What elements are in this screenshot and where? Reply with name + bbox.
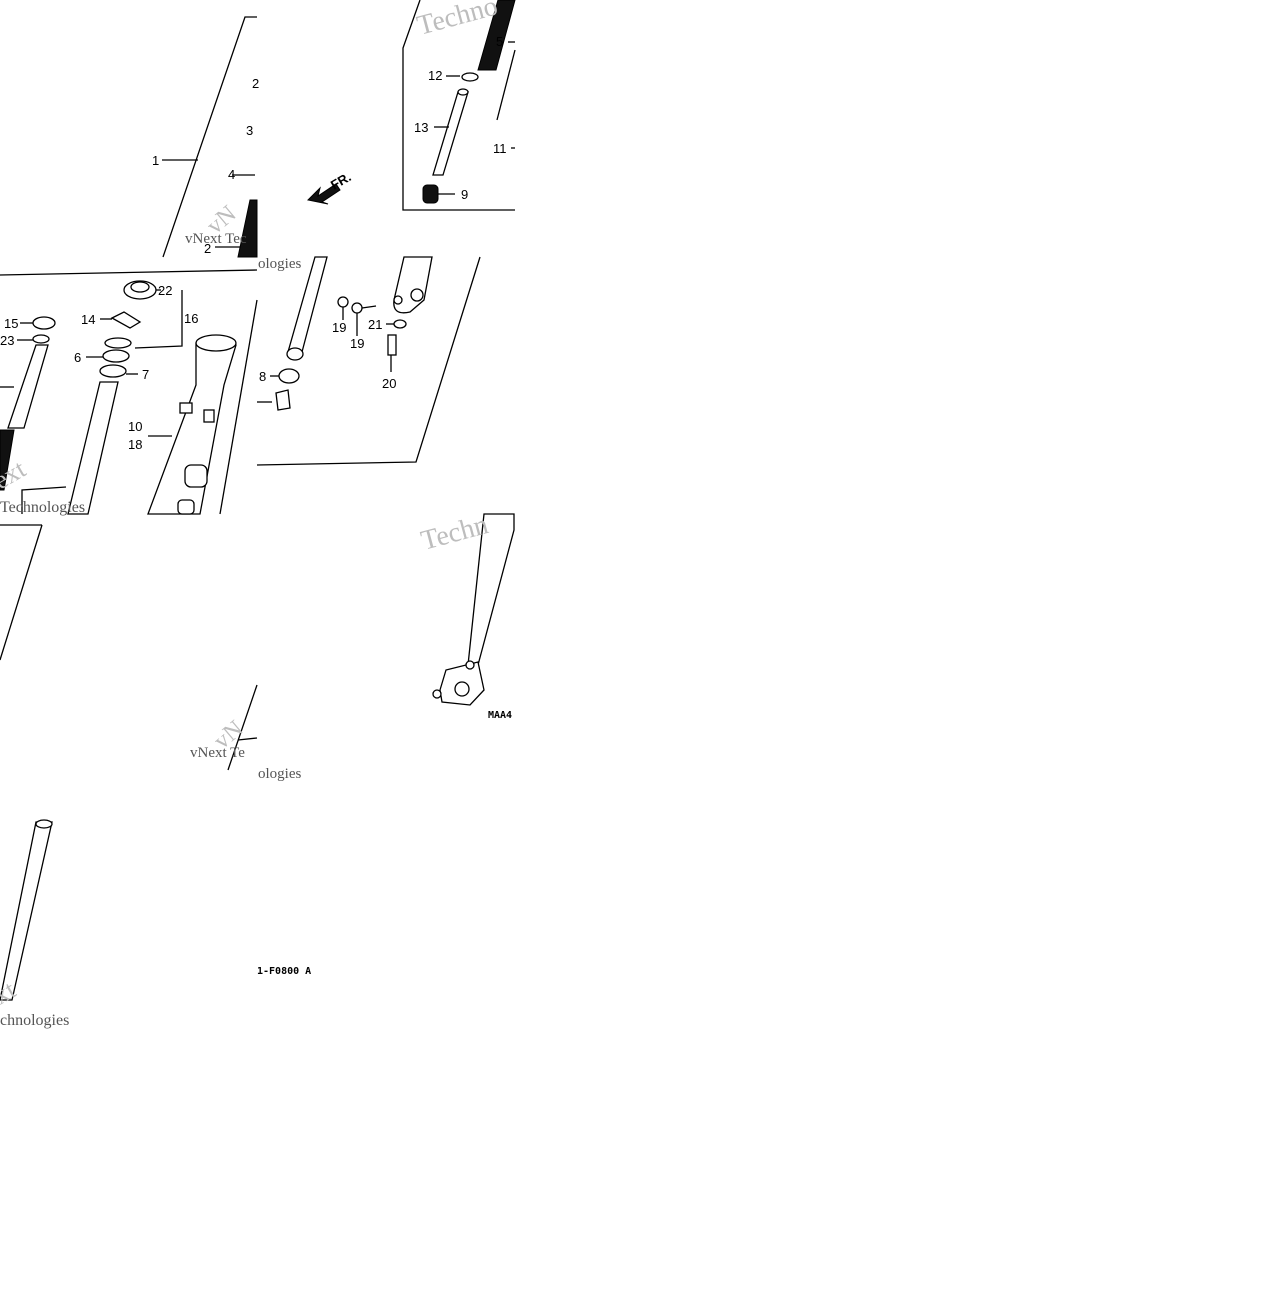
panel-middle-left <box>0 269 258 515</box>
watermark: ext <box>0 454 31 495</box>
fork-inner-tube <box>67 381 119 515</box>
diagram-code-maa: MAA4 <box>488 710 512 721</box>
callout-5: 5 <box>496 34 503 49</box>
watermarks: Techno vNext Tec ologies vN ext Technolo… <box>0 0 501 1029</box>
washer-12 <box>461 72 479 82</box>
callout-12: 12 <box>428 68 442 83</box>
callout-2: 2 <box>252 76 259 91</box>
panel-lower <box>0 513 515 1001</box>
callout-18: 18 <box>128 437 142 452</box>
fork-spring-partial <box>237 199 258 258</box>
callout-21: 21 <box>368 317 382 332</box>
callout-16: 16 <box>184 311 198 326</box>
panel-top-right <box>306 0 516 211</box>
watermark: vNext Te <box>190 745 245 761</box>
bolt-cap-15 <box>32 316 56 330</box>
rebound-spring <box>422 184 439 204</box>
callout-20: 20 <box>382 376 396 391</box>
panel-top-left <box>162 16 258 258</box>
fork-pipe-long <box>0 821 53 1001</box>
watermark: vNext Tec <box>185 231 247 247</box>
callout-1: 1 <box>152 153 159 168</box>
callout-22: 22 <box>158 283 172 298</box>
oil-seal <box>102 349 130 363</box>
fork-spring <box>477 0 516 71</box>
diagram-code-f0800: 1-F0800 A <box>257 966 311 977</box>
callout-2: 2 <box>204 241 211 256</box>
fork-pipe-left <box>7 344 49 429</box>
fork-slider-right <box>467 513 515 666</box>
callout-7: 7 <box>142 367 149 382</box>
callout-11: 11 <box>493 141 507 156</box>
slider-end <box>393 256 433 314</box>
watermark: ologies <box>258 766 301 782</box>
callout-8: 8 <box>259 369 266 384</box>
callout-labels: 1 2 2 3 4 5 6 7 8 9 10 11 12 13 14 15 16… <box>0 34 512 977</box>
callout-19: 19 <box>350 336 364 351</box>
callout-9: 9 <box>461 187 468 202</box>
watermark: chnologies <box>0 1012 69 1029</box>
callout-3: 3 <box>246 123 253 138</box>
callout-15: 15 <box>4 316 18 331</box>
watermark: ologies <box>258 256 301 272</box>
callout-23: 23 <box>0 333 14 348</box>
callout-4: 4 <box>228 167 235 182</box>
front-direction-arrow-icon <box>306 183 341 205</box>
slide-metal <box>278 368 300 384</box>
callout-13: 13 <box>414 120 428 135</box>
watermark: Technologies <box>0 499 85 516</box>
callout-10: 10 <box>128 419 142 434</box>
damper-rod <box>432 91 469 176</box>
stopper-ring <box>110 311 142 329</box>
callout-14: 14 <box>81 312 95 327</box>
panel-middle-right <box>256 256 481 466</box>
callout-6: 6 <box>74 350 81 365</box>
callout-19: 19 <box>332 320 346 335</box>
guide-bushing <box>99 364 127 378</box>
